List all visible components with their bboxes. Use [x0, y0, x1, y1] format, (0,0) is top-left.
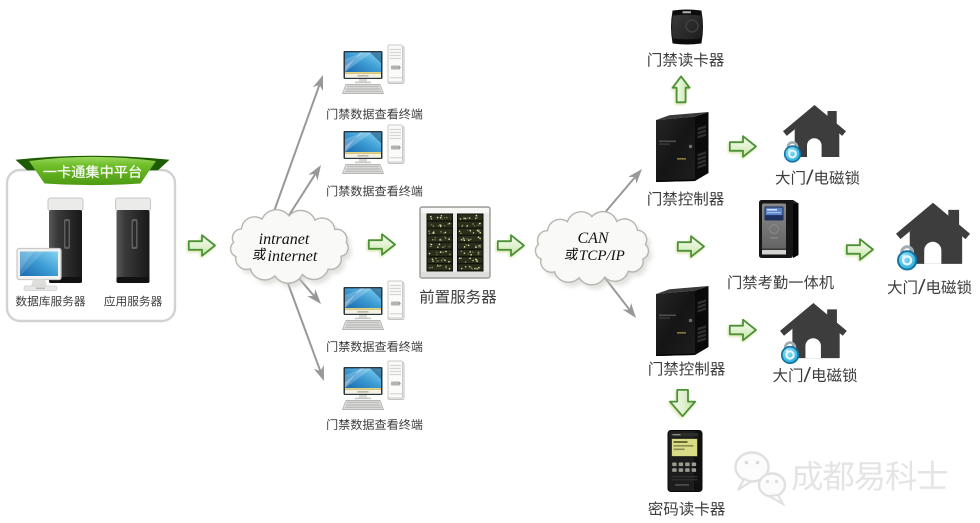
svg-text:TCP/IP: TCP/IP	[579, 248, 625, 264]
svg-text:CAN: CAN	[577, 230, 609, 247]
svg-text:internet: internet	[268, 248, 318, 265]
svg-text:intranet: intranet	[259, 231, 310, 248]
